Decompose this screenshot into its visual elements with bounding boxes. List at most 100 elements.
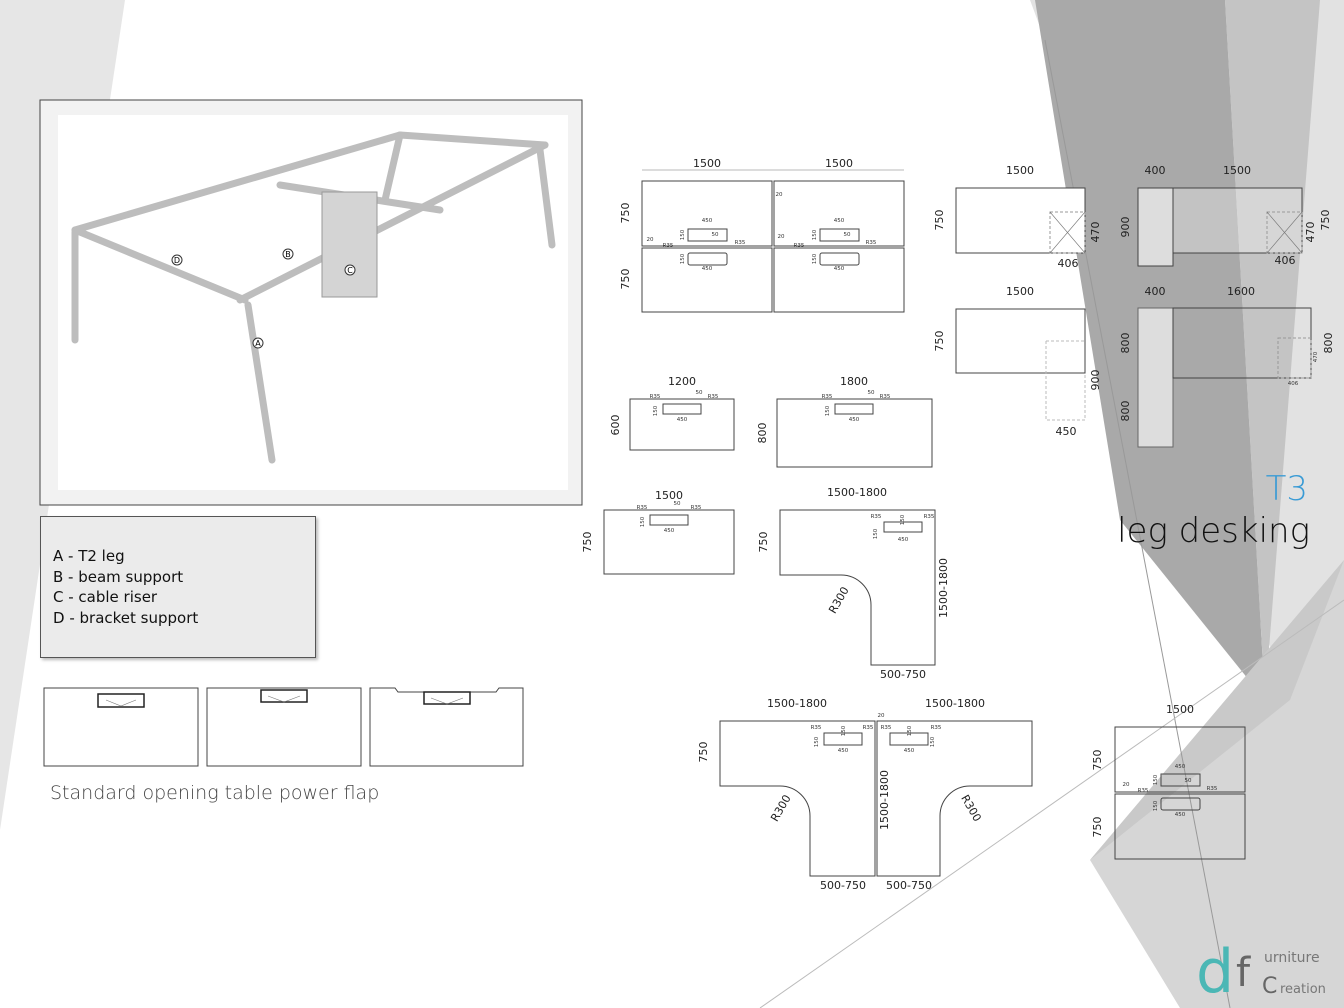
dim-label: R35 (924, 514, 935, 520)
dim-label: 1600 (1227, 285, 1255, 298)
dim-label: 750 (757, 532, 770, 553)
dim-label: R35 (871, 514, 882, 520)
dim-label: 50 (712, 232, 719, 238)
dim-label: 450 (898, 537, 909, 543)
dim-label: 750 (933, 331, 946, 352)
dim-label: 500-750 (886, 879, 932, 892)
dim-label: 450 (1175, 764, 1186, 770)
dim-label: 600 (609, 415, 622, 436)
legend-item-a: A - T2 leg (53, 547, 125, 565)
drawing-double-1500x750: 1500 1500 750 750 20 450 50 R35 R35 20 1… (619, 157, 905, 313)
marker-b (282, 248, 294, 260)
dim-label: 50 (696, 390, 703, 396)
dim-label: 150 (814, 736, 820, 747)
legend-item-d: D - bracket support (53, 609, 199, 627)
dim-label: 450 (834, 266, 845, 272)
dim-label: 20 (878, 713, 885, 719)
dim-label: 150 (812, 229, 818, 240)
dim-label: 1500 (693, 157, 721, 170)
power-flap-1 (43, 687, 199, 767)
dim-label: 900 (1089, 370, 1102, 391)
logo-c: C (1262, 974, 1277, 999)
dim-label: R35 (811, 725, 822, 731)
dim-label: 1500-1800 (827, 486, 887, 499)
dim-label: 406 (1058, 257, 1079, 270)
dim-label: 150 (653, 405, 659, 416)
dim-label: R35 (650, 394, 661, 400)
logo-f: f (1236, 950, 1251, 996)
dim-label: R35 (691, 505, 702, 511)
dim-label: 150 (680, 253, 686, 264)
dim-label: 500-750 (880, 668, 926, 681)
dim-label: 400 (1145, 285, 1166, 298)
dim-label: R35 (880, 394, 891, 400)
dim-label: 150 (1153, 774, 1159, 785)
dim-label: 1500 (1006, 164, 1034, 177)
dim-label: 400 (1145, 164, 1166, 177)
parts-legend: A - T2 leg B - beam support C - cable ri… (40, 516, 316, 658)
dim-label: 1500 (825, 157, 853, 170)
dim-label: 450 (834, 218, 845, 224)
dim-label: 150 (812, 253, 818, 264)
logo-d: d (1196, 937, 1234, 1007)
dim-label: 20 (1123, 782, 1130, 788)
marker-c (344, 264, 356, 276)
power-flap-caption: Standard opening table power flap (50, 782, 380, 804)
dim-label: 500-750 (820, 879, 866, 892)
dim-label: 1500-1800 (925, 697, 985, 710)
dim-label: 450 (1056, 425, 1077, 438)
marker-b-label: B (285, 250, 291, 259)
dim-label: 1800 (840, 375, 868, 388)
legend-item-c: C - cable riser (53, 588, 158, 606)
dim-label: 20 (776, 192, 783, 198)
dim-label: 470 (1089, 222, 1102, 243)
marker-a-label: A (255, 339, 261, 348)
logo-furniture: urniture (1264, 950, 1320, 966)
dim-label: R35 (881, 725, 892, 731)
dim-label: 450 (664, 528, 675, 534)
dim-label: R35 (866, 240, 877, 246)
dim-label: 150 (680, 229, 686, 240)
dim-label: 150 (841, 725, 847, 736)
cable-riser (321, 191, 378, 298)
dim-label: 1500 (1166, 703, 1194, 716)
dim-label: 150 (1153, 800, 1159, 811)
dim-label: 1500 (1223, 164, 1251, 177)
dim-label: 750 (697, 742, 710, 763)
dim-label: 450 (702, 218, 713, 224)
dim-label: 470 (1304, 222, 1317, 243)
drawing-1800x800: 1800 800 R35 50 R35 150 450 (756, 375, 933, 468)
logo-creation: reation (1280, 982, 1326, 997)
dim-label: 750 (1319, 210, 1332, 231)
dim-label: 150 (825, 405, 831, 416)
dim-label: 450 (702, 266, 713, 272)
dim-label: 800 (756, 423, 769, 444)
dim-label: 750 (619, 269, 632, 290)
dim-label: 750 (1091, 817, 1104, 838)
dim-label: 750 (581, 532, 594, 553)
dim-label: R35 (931, 725, 942, 731)
dim-label: 800 (1119, 333, 1132, 354)
legend-item-b: B - beam support (53, 568, 184, 586)
dim-label: 50 (868, 390, 875, 396)
drawing-1500-with-return: 1500 750 900 450 (933, 285, 1102, 438)
dim-label: R35 (735, 240, 746, 246)
dim-label: 450 (904, 748, 915, 754)
dim-label: 900 (1119, 217, 1132, 238)
dim-label: 750 (1091, 750, 1104, 771)
drawing-400-1500: 400 1500 900 470 750 406 (1119, 164, 1332, 267)
dim-label: 450 (677, 417, 688, 423)
marker-d (171, 254, 183, 266)
dim-label: 50 (674, 501, 681, 507)
dim-label: 150 (873, 528, 879, 539)
dim-label: 800 (1119, 401, 1132, 422)
drawing-1200x600: 1200 600 R35 50 R35 150 450 (609, 375, 735, 451)
dim-label: 450 (838, 748, 849, 754)
dim-label: 20 (778, 234, 785, 240)
dim-label: 406 (1288, 381, 1299, 387)
slide-title: leg desking (1117, 511, 1310, 551)
dim-label: 750 (619, 203, 632, 224)
